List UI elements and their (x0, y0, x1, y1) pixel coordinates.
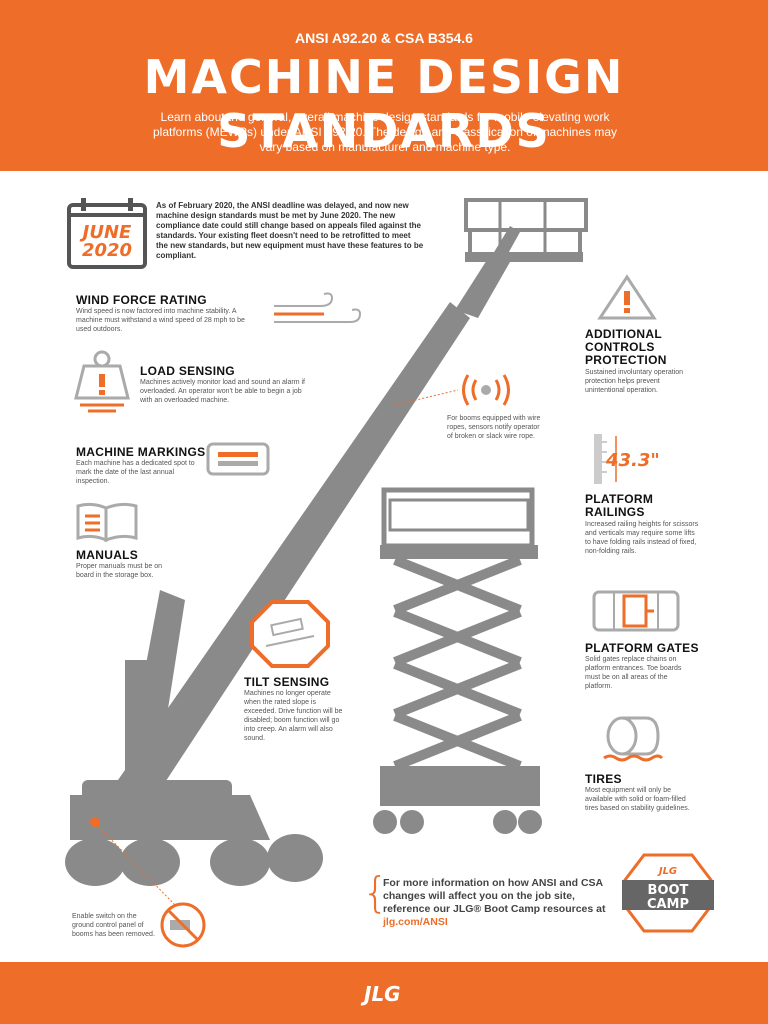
warning-triangle-icon (597, 274, 657, 320)
more-info-text: For more information on how ANSI and CSA… (383, 877, 618, 929)
railing-height-value: 43.3" (606, 450, 660, 471)
tilt-sensing-title: TILT SENSING (244, 675, 330, 689)
deadline-text: As of February 2020, the ANSI deadline w… (156, 201, 424, 260)
load-sensing-title: LOAD SENSING (140, 364, 235, 378)
no-enable-switch-icon (160, 902, 206, 948)
controls-title-3: PROTECTION (585, 353, 667, 367)
tilt-octagon-icon (250, 600, 330, 668)
calendar-icon: JUNE 2020 (67, 198, 147, 269)
header-banner: ANSI A92.20 & CSA B354.6 MACHINE DESIGN … (0, 0, 768, 171)
scissor-lift-illustration (373, 487, 542, 834)
gates-desc: Solid gates replace chains on platform e… (585, 656, 682, 690)
tires-title: TIRES (585, 772, 622, 786)
badge-line-2: CAMP (647, 897, 689, 912)
gate-icon (592, 590, 680, 632)
tires-desc: Most equipment will only be available wi… (585, 787, 690, 812)
railings-title-1: PLATFORM (585, 492, 654, 506)
brace-decoration: { (362, 868, 389, 917)
load-sensing-desc: Machines actively monitor load and sound… (140, 379, 305, 404)
machines-illustration (65, 198, 588, 906)
sensor-signal-icon (462, 374, 510, 406)
manuals-desc: Proper manuals must be on board in the s… (76, 563, 162, 579)
intro-text: Learn about the general, overall machine… (153, 110, 617, 154)
leader-lines (97, 389, 459, 906)
tilt-sensing-desc: Machines no longer operate when the rate… (244, 690, 343, 742)
gates-title: PLATFORM GATES (585, 641, 699, 655)
controls-desc: Sustained involuntary operation protecti… (585, 369, 684, 394)
machine-markings-desc: Each machine has a dedicated spot to mar… (76, 460, 195, 485)
enable-switch-desc: Enable switch on the ground control pane… (72, 913, 155, 938)
badge-line-1: BOOT (648, 883, 689, 898)
railings-title-2: RAILINGS (585, 505, 645, 519)
marking-plate-icon (206, 442, 270, 476)
wind-icon (274, 292, 362, 323)
controls-title-2: CONTROLS (585, 340, 655, 354)
machine-markings-title: MACHINE MARKINGS (76, 445, 206, 459)
jlg-logo[interactable]: JLG (364, 982, 401, 1006)
footer-bar: JLG (0, 962, 768, 1024)
ruler-icon (594, 434, 617, 484)
calendar-month: JUNE (80, 222, 132, 243)
wind-force-title: WIND FORCE RATING (76, 293, 207, 307)
manual-book-icon (76, 502, 138, 542)
wind-force-desc: Wind speed is now factored into machine … (76, 308, 245, 333)
badge-brand: JLG (657, 866, 677, 877)
railings-desc: Increased railing heights for scissors a… (585, 521, 699, 555)
wire-rope-desc: For booms equipped with wire ropes, sens… (447, 415, 541, 440)
load-weight-icon (74, 350, 130, 413)
page-title: MACHINE DESIGN STANDARDS (143, 50, 625, 158)
more-info-body: For more information on how ANSI and CSA… (383, 877, 606, 915)
calendar-year: 2020 (82, 240, 132, 261)
boom-lift-illustration (65, 198, 588, 886)
tire-icon (603, 716, 664, 762)
manuals-title: MANUALS (76, 548, 139, 562)
controls-title-1: ADDITIONAL (585, 327, 662, 341)
ansi-link[interactable]: jlg.com/ANSI (383, 916, 448, 928)
standards-subtitle: ANSI A92.20 & CSA B354.6 (295, 30, 473, 46)
boot-camp-badge-icon: JLG BOOT CAMP (622, 853, 714, 933)
